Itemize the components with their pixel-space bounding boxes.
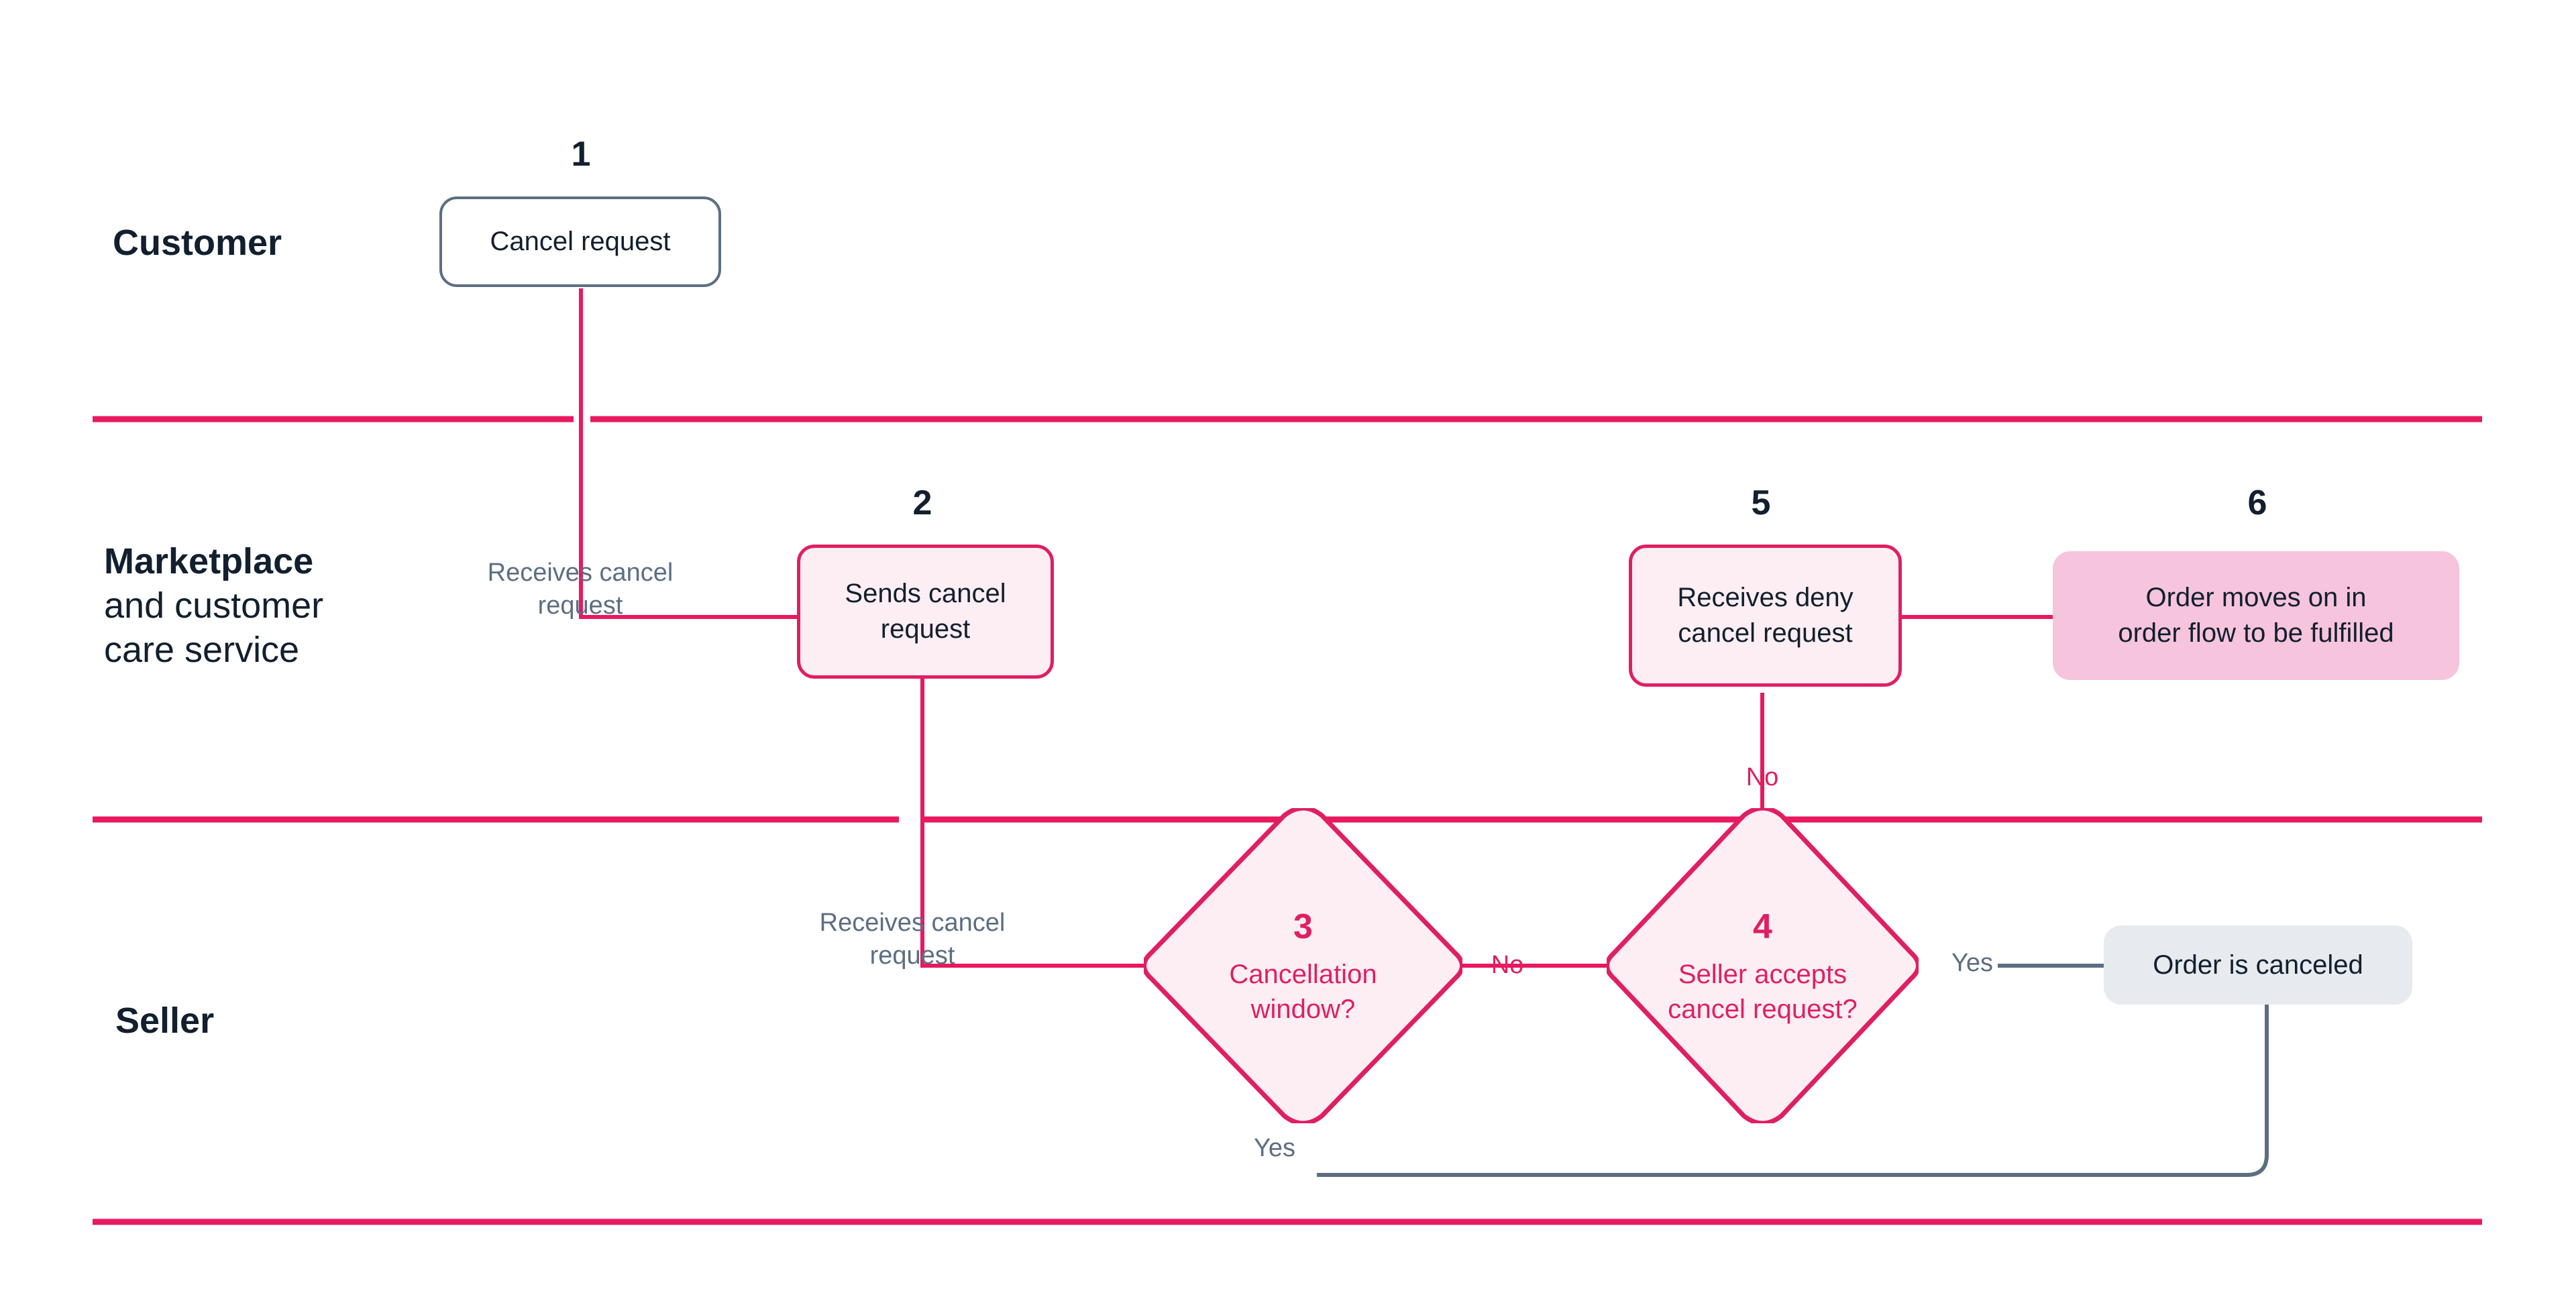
- lane-label-seller: Seller: [115, 999, 214, 1043]
- node-order-is-canceled[interactable]: Order is canceled: [2104, 925, 2412, 1005]
- node-label-2: Sends cancel request: [845, 579, 1006, 644]
- edge-label-no-4-to-5: No: [1746, 763, 1779, 791]
- lane-title-marketplace: Marketplace: [104, 541, 314, 581]
- lane-subtitle-marketplace: and customer care service: [104, 585, 324, 670]
- edge-label-yes-3-bottom: Yes: [1254, 1134, 1295, 1162]
- lane-label-customer: Customer: [113, 221, 282, 266]
- lane-title-seller: Seller: [115, 1001, 215, 1041]
- node-label-7: Order is canceled: [2153, 950, 2363, 980]
- node-label-5: Receives deny cancel request: [1677, 583, 1854, 648]
- node-number-1: 1: [571, 135, 591, 174]
- connector-n2-to-n3: [920, 677, 1144, 968]
- lane-label-marketplace: Marketplace and customer care service: [104, 540, 323, 673]
- lane-title-customer: Customer: [113, 223, 282, 263]
- node-label-1: Cancel request: [490, 227, 671, 257]
- node-seller-accepts-cancel-request[interactable]: 4 Seller accepts cancel request?: [1607, 808, 1919, 1123]
- node-number-2: 2: [912, 484, 932, 522]
- node-cancellation-window[interactable]: 3 Cancellation window?: [1144, 808, 1462, 1123]
- node-number-5: 5: [1751, 484, 1771, 522]
- connector-canceled-down-left: [1317, 1005, 2269, 1177]
- edge-label-no-3-to-4: No: [1491, 951, 1524, 979]
- edge-label-receives-cancel-request-marketplace: Receives cancel request: [487, 559, 674, 620]
- diamond-shape-4: [1607, 808, 1919, 1123]
- node-cancel-request[interactable]: Cancel request: [439, 196, 721, 287]
- edge-label-yes-4-to-canceled: Yes: [1951, 949, 1993, 977]
- edge-label-receives-cancel-request-seller: Receives cancel request: [819, 909, 1006, 970]
- diamond-shape-3: [1144, 808, 1462, 1123]
- node-receives-deny-cancel-request[interactable]: Receives deny cancel request: [1629, 545, 1902, 687]
- node-label-6: Order moves on in order flow to be fulfi…: [2118, 583, 2394, 648]
- node-number-6: 6: [2247, 484, 2267, 522]
- node-sends-cancel-request[interactable]: Sends cancel request: [797, 545, 1054, 679]
- node-order-moves-on[interactable]: Order moves on in order flow to be fulfi…: [2053, 551, 2459, 680]
